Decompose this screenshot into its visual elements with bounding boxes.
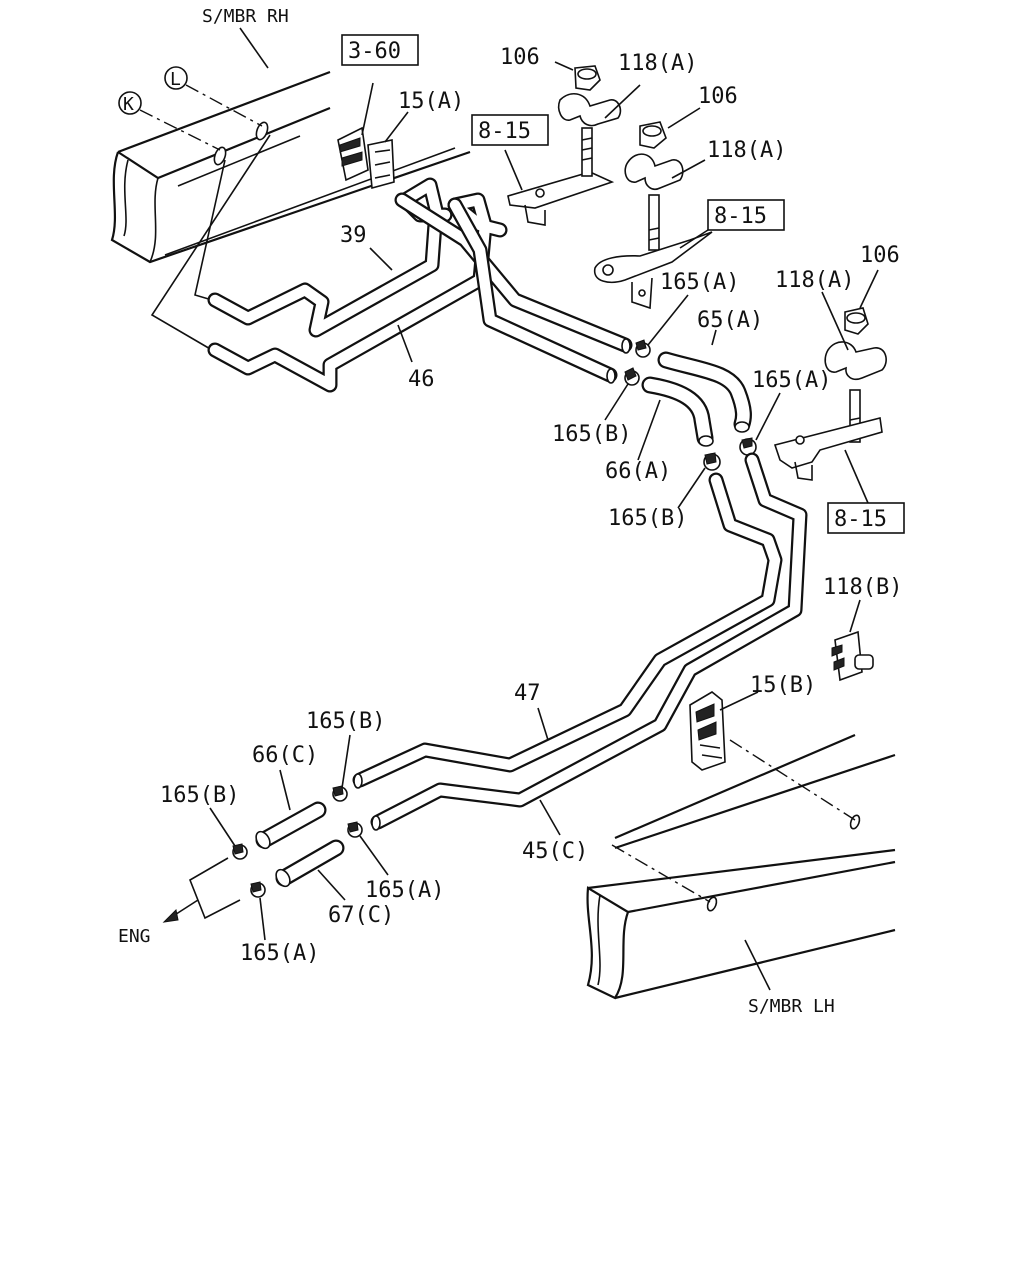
part-47-label: 47 (514, 681, 541, 706)
hose-66a: 66(A) (605, 376, 714, 484)
part-106-a-label: 106 (500, 45, 540, 70)
clamp-165b-eng: 165(B) (160, 783, 248, 860)
part-165a-1-label: 165(A) (660, 270, 739, 295)
part-165a-4-label: 165(A) (240, 941, 319, 966)
smbr-rh-label: S/MBR RH (202, 6, 289, 27)
clamp-165b-pipe47: 165(B) (306, 709, 385, 802)
hose-67c: 67(C) (275, 839, 394, 928)
nut-106-mid: 106 (639, 84, 738, 149)
pipe-46-extension (447, 197, 618, 384)
part-165a-3-label: 165(A) (365, 878, 444, 903)
part-165b-4-label: 165(B) (160, 783, 239, 808)
reference-k: K (118, 91, 221, 151)
bolt-top-1 (581, 127, 593, 177)
clamp-118a-right: 118(A) (775, 268, 887, 381)
label-46: 46 (397, 324, 435, 392)
clip-118b: 118(B) (823, 575, 902, 682)
part-165b-2-label: 165(B) (608, 506, 687, 531)
hose-66c: 66(C) (252, 743, 327, 850)
smbr-lh-label: S/MBR LH (748, 996, 835, 1017)
clamp-118a-top: 118(A) (557, 51, 697, 127)
nut-106-right: 106 (844, 243, 900, 335)
pipe-45c: 45(C) (370, 452, 808, 864)
part-165b-1-label: 165(B) (552, 422, 631, 447)
bracket-8-15-top: 8-15 (471, 114, 615, 226)
box-3-60: 3-60 (341, 34, 419, 66)
part-15b-label: 15(B) (750, 673, 816, 698)
clamp-165a-upper: 165(A) (635, 270, 739, 358)
ref-8-15-a-label: 8-15 (478, 119, 531, 144)
clamp-118a-mid: 118(A) (624, 138, 786, 191)
part-118a-b-label: 118(A) (707, 138, 786, 163)
part-15a-label: 15(A) (398, 89, 464, 114)
clip-3-60 (337, 82, 374, 182)
part-165b-3-label: 165(B) (306, 709, 385, 734)
clamp-165a-eng: 165(A) (240, 881, 319, 966)
eng-label: ENG (118, 926, 151, 947)
circle-l-label: L (170, 69, 181, 90)
reference-l: L (164, 66, 263, 127)
part-165a-2-label: 165(A) (752, 368, 831, 393)
part-65a-label: 65(A) (697, 308, 763, 333)
part-66c-label: 66(C) (252, 743, 318, 768)
hose-65a: 65(A) (657, 308, 763, 433)
label-39: 39 (340, 223, 393, 271)
part-118b-label: 118(B) (823, 575, 902, 600)
part-67c-label: 67(C) (328, 903, 394, 928)
ref-8-15-c-label: 8-15 (834, 507, 887, 532)
part-106-b-label: 106 (698, 84, 738, 109)
bracket-8-15-mid: 8-15 (594, 199, 785, 310)
part-45c-label: 45(C) (522, 839, 588, 864)
part-39-label: 39 (340, 223, 367, 248)
pipe-47: 47 (352, 472, 783, 789)
clamp-165b-mid: 165(B) (608, 452, 721, 531)
part-118a-a-label: 118(A) (618, 51, 697, 76)
eng-direction: ENG (118, 857, 241, 947)
side-member-rh (110, 70, 471, 264)
part-46-label: 46 (408, 367, 435, 392)
clip-15a: 15(A) (367, 89, 464, 190)
bolt-mid (648, 194, 660, 251)
clamp-165b-upper: 165(B) (552, 367, 640, 447)
ref-3-60-label: 3-60 (348, 39, 401, 64)
circle-k-label: K (123, 94, 134, 115)
clamp-165a-pipe45: 165(A) (347, 821, 444, 903)
smbr-rh: S/MBR RH (202, 6, 289, 69)
part-118a-c-label: 118(A) (775, 268, 854, 293)
part-66a-label: 66(A) (605, 459, 671, 484)
ref-8-15-b-label: 8-15 (714, 204, 767, 229)
clip-15b: 15(B) (689, 673, 816, 771)
part-106-c-label: 106 (860, 243, 900, 268)
clamp-165a-right: 165(A) (739, 368, 831, 456)
bracket-8-15-right: 8-15 (773, 417, 905, 534)
nut-106-top: 106 (500, 45, 601, 91)
side-member-lh: S/MBR LH (586, 733, 896, 1017)
